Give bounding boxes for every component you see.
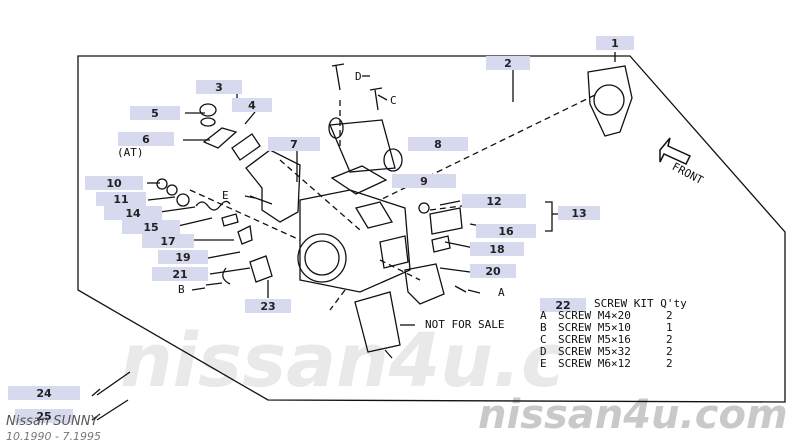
screw-kit-row: C SCREW M5×16 2 (540, 334, 687, 346)
screw-kit-row: D SCREW M5×32 2 (540, 346, 687, 358)
callout-15[interactable]: 15 (122, 220, 180, 234)
watermark-center: nissan4u.c (120, 318, 565, 404)
screw-kit-letter: A (540, 309, 547, 322)
callout-10[interactable]: 10 (85, 176, 143, 190)
callout-22[interactable]: 22 (540, 298, 586, 312)
not-for-sale-label: NOT FOR SALE (425, 318, 505, 331)
screw-letter-a: A (498, 286, 505, 299)
screw-kit-qty: 1 (666, 321, 673, 334)
callout-11[interactable]: 11 (96, 192, 146, 206)
callout-3[interactable]: 3 (196, 80, 242, 94)
callout-12[interactable]: 12 (462, 194, 526, 208)
screw-kit-spec: SCREW M5×10 (558, 321, 631, 334)
callout-7[interactable]: 7 (268, 137, 320, 151)
watermark-bottom: nissan4u.com (478, 392, 788, 438)
screw-kit-letter: D (540, 345, 547, 358)
at-note: (AT) (117, 146, 144, 159)
screw-letter-c: C (390, 94, 397, 107)
screw-kit-qty: 2 (666, 333, 673, 346)
screw-letter-e: E (222, 189, 229, 202)
screw-kit-letter: C (540, 333, 547, 346)
callout-6[interactable]: 6 (118, 132, 174, 146)
screw-kit-row: E SCREW M6×12 2 (540, 358, 687, 370)
assembly-frame (77, 55, 786, 403)
screw-kit-spec: SCREW M5×32 (558, 345, 631, 358)
screw-kit-letter: B (540, 321, 547, 334)
screw-kit-row: A SCREW M4×20 2 (540, 310, 687, 322)
callout-9[interactable]: 9 (392, 174, 456, 188)
callout-8[interactable]: 8 (408, 137, 468, 151)
gasket-part (587, 65, 633, 137)
callout-14[interactable]: 14 (104, 206, 162, 220)
callout-5[interactable]: 5 (130, 106, 180, 120)
footer-model: Nissan SUNNY (6, 414, 99, 429)
screw-kit-row: B SCREW M5×10 1 (540, 322, 687, 334)
idle-control-valve (329, 119, 396, 173)
callout-21[interactable]: 21 (152, 267, 208, 281)
screw-kit-spec: SCREW M5×16 (558, 333, 631, 346)
callout-19[interactable]: 19 (158, 250, 208, 264)
callout-23[interactable]: 23 (245, 299, 291, 313)
screw-kit-spec: SCREW M6×12 (558, 357, 631, 370)
callout-17[interactable]: 17 (142, 234, 194, 248)
screw-kit-qty: 2 (666, 309, 673, 322)
callout-25[interactable]: 25 (15, 409, 73, 423)
callout-1[interactable]: 1 (596, 36, 634, 50)
footer-dates: 10.1990 - 7.1995 (6, 430, 101, 443)
screw-letter-b: B (178, 283, 185, 296)
callout-18[interactable]: 18 (470, 242, 524, 256)
screw-kit-spec: SCREW M4×20 (558, 309, 631, 322)
callout-16[interactable]: 16 (476, 224, 536, 238)
callout-2[interactable]: 2 (486, 56, 530, 70)
screw-kit-title: SCREW KIT Q'ty (594, 297, 687, 310)
callout-24[interactable]: 24 (8, 386, 80, 400)
screw-kit-qty: 2 (666, 357, 673, 370)
callout-4[interactable]: 4 (232, 98, 272, 112)
callout-20[interactable]: 20 (470, 264, 516, 278)
screw-kit-letter: E (540, 357, 547, 370)
throttle-body (299, 189, 411, 293)
screw-kit-qty: 2 (666, 345, 673, 358)
screw-letter-d: D (355, 70, 362, 83)
callout-13[interactable]: 13 (558, 206, 600, 220)
